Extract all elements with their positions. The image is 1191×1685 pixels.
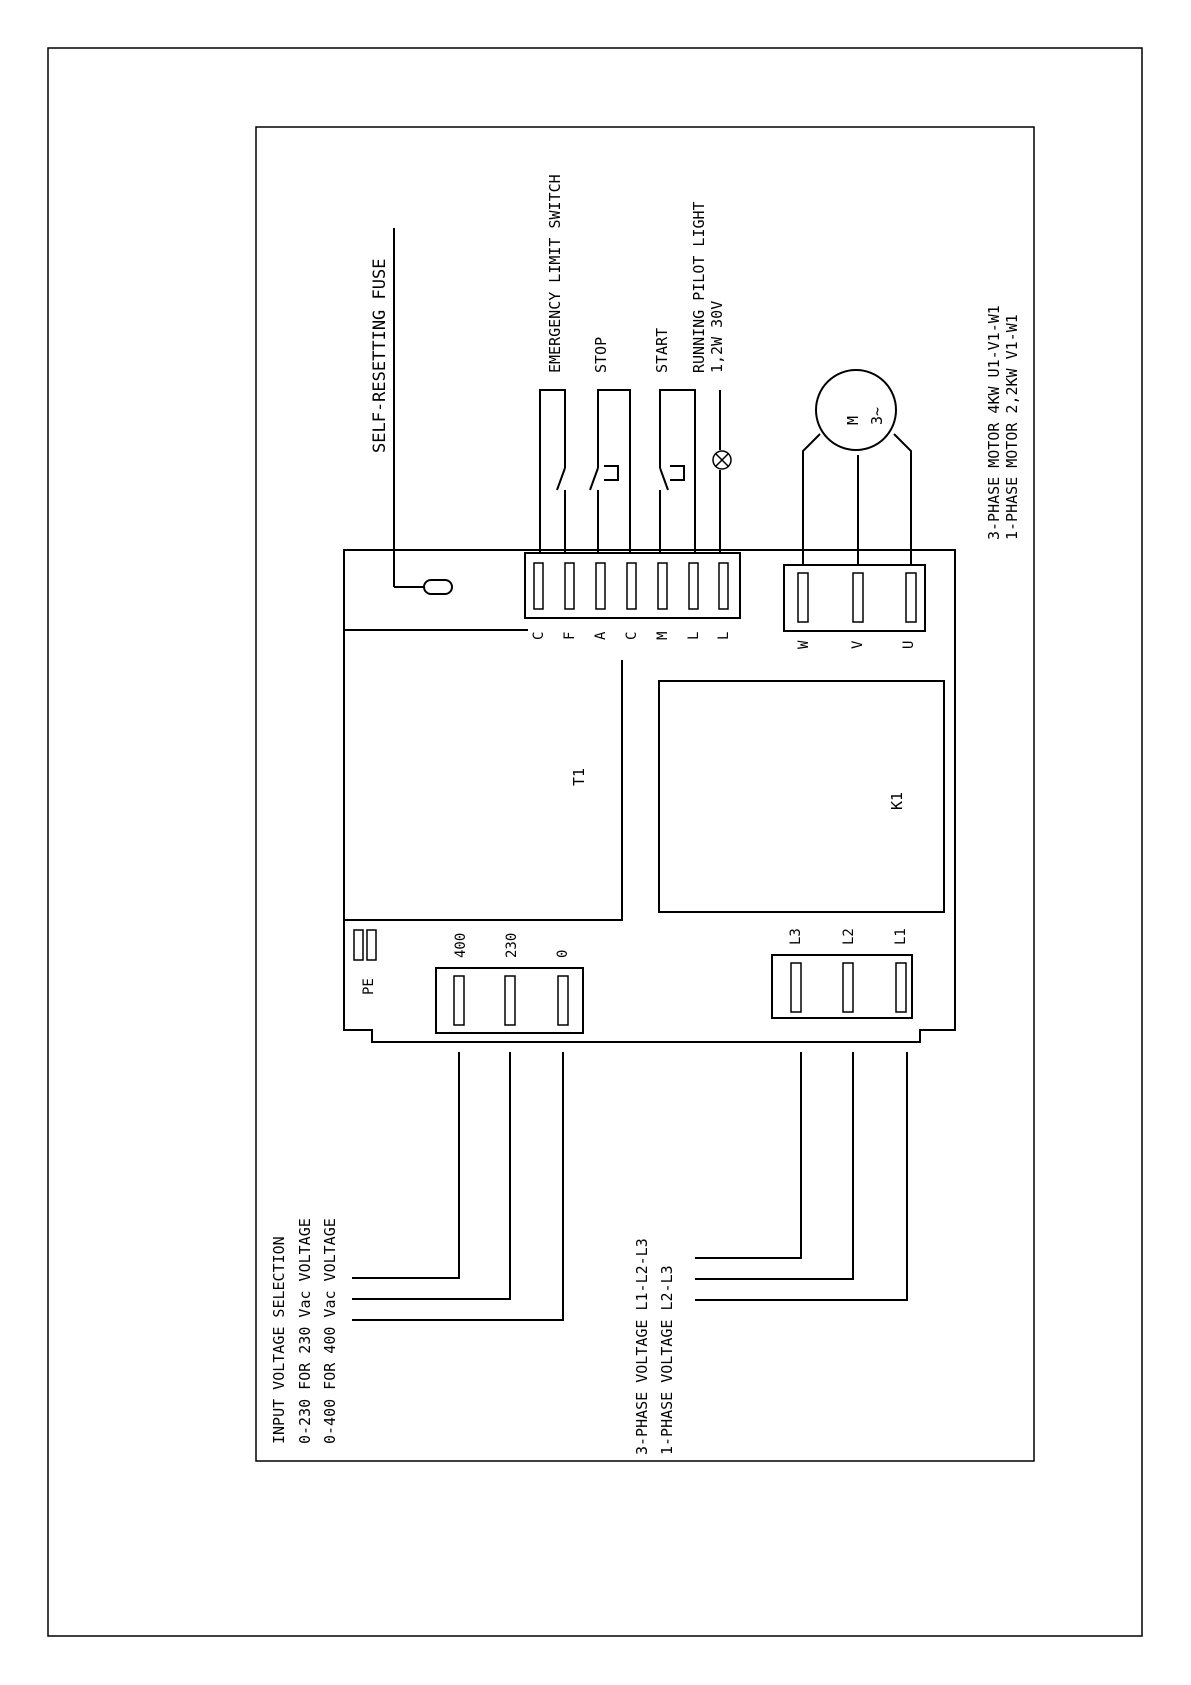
- motor-phase-label: 3~: [868, 407, 886, 425]
- motor-m-label: M: [844, 416, 862, 425]
- ctrl-term-label: C: [531, 632, 547, 640]
- pe-label: PE: [361, 978, 377, 995]
- motor-3phase-label: 3-PHASE MOTOR 4KW U1-V1-W1: [985, 305, 1003, 540]
- control-wiring: [539, 389, 721, 553]
- motor-1phase-label: 1-PHASE MOTOR 2,2KW V1-W1: [1003, 314, 1021, 540]
- supply-3phase-label: 3-PHASE VOLTAGE L1-L2-L3: [633, 1238, 651, 1455]
- t1-transformer: [343, 629, 623, 921]
- terminal-slot: [905, 572, 917, 623]
- k1-contactor: [658, 680, 945, 913]
- input-voltage-400: 0-400 FOR 400 Vac VOLTAGE: [321, 1218, 339, 1444]
- input-terminal-block: [435, 967, 584, 1034]
- ctrl-term-label: C: [624, 632, 640, 640]
- terminal-slot: [688, 562, 699, 610]
- terminal-slot: [504, 975, 516, 1026]
- input-terminals: [453, 975, 569, 1026]
- input-wires: [352, 1052, 564, 1321]
- supply-terminal-block: [771, 954, 913, 1019]
- terminal-slot: [453, 975, 465, 1026]
- ctrl-term-label: F: [562, 632, 578, 640]
- out-w-label: W: [796, 640, 812, 649]
- terminal-slot: [842, 962, 854, 1013]
- pe-terminal: [353, 929, 364, 961]
- motor-terminal-block: [783, 564, 926, 632]
- pe-terminal: [366, 929, 377, 961]
- control-board: [343, 549, 956, 1043]
- drawing-frame: [255, 126, 1035, 1462]
- terminal-slot: [797, 572, 809, 623]
- terminal-slot: [557, 975, 569, 1026]
- input-voltage-230: 0-230 FOR 230 Vac VOLTAGE: [296, 1218, 314, 1444]
- pilot-light-rating: 1,2W 30V: [708, 301, 726, 373]
- supply-terminals: [790, 962, 907, 1013]
- pilot-light-lamp: [712, 450, 732, 470]
- out-u-label: U: [901, 641, 917, 649]
- ctrl-term-label: A: [593, 631, 609, 640]
- motor-terminals: [797, 572, 917, 623]
- terminal-slot: [718, 562, 729, 610]
- ctrl-term-label: L: [686, 632, 702, 640]
- page-frame: [47, 47, 1143, 1637]
- out-v-label: V: [850, 640, 866, 649]
- line-l3-label: L3: [788, 928, 804, 945]
- stop-label: STOP: [592, 337, 610, 373]
- terminal-slot: [852, 572, 864, 623]
- tap-400-label: 400: [453, 933, 469, 958]
- terminal-slot: [626, 562, 637, 610]
- input-voltage-title: INPUT VOLTAGE SELECTION: [270, 1236, 288, 1444]
- control-terminal-block: [524, 552, 741, 619]
- pilot-light-label: RUNNING PILOT LIGHT: [690, 201, 708, 373]
- tap-0-label: 0: [555, 950, 571, 958]
- supply-1phase-label: 1-PHASE VOLTAGE L2-L3: [658, 1265, 676, 1455]
- ctrl-term-label: L: [716, 632, 732, 640]
- line-l1-label: L1: [893, 928, 909, 945]
- start-label: START: [653, 328, 671, 373]
- tap-230-label: 230: [504, 933, 520, 958]
- line-l2-label: L2: [841, 928, 857, 945]
- t1-label: T1: [570, 768, 588, 786]
- emergency-switch-label: EMERGENCY LIMIT SWITCH: [546, 174, 564, 373]
- terminal-slot: [533, 562, 544, 610]
- motor-symbol: [815, 369, 897, 451]
- terminal-slot: [595, 562, 606, 610]
- control-terminals: [533, 562, 729, 610]
- ctrl-term-label: M: [655, 632, 671, 640]
- terminal-slot: [657, 562, 668, 610]
- terminal-slot: [790, 962, 802, 1013]
- supply-wires: [695, 1052, 908, 1301]
- motor-leads: [802, 433, 912, 565]
- terminal-slot: [895, 962, 907, 1013]
- control-terminal-labels: C F A C M L L: [531, 631, 732, 640]
- fuse-symbol: [423, 579, 453, 595]
- terminal-slot: [564, 562, 575, 610]
- k1-label: K1: [888, 792, 906, 810]
- fuse-label: SELF-RESETTING FUSE: [370, 259, 390, 453]
